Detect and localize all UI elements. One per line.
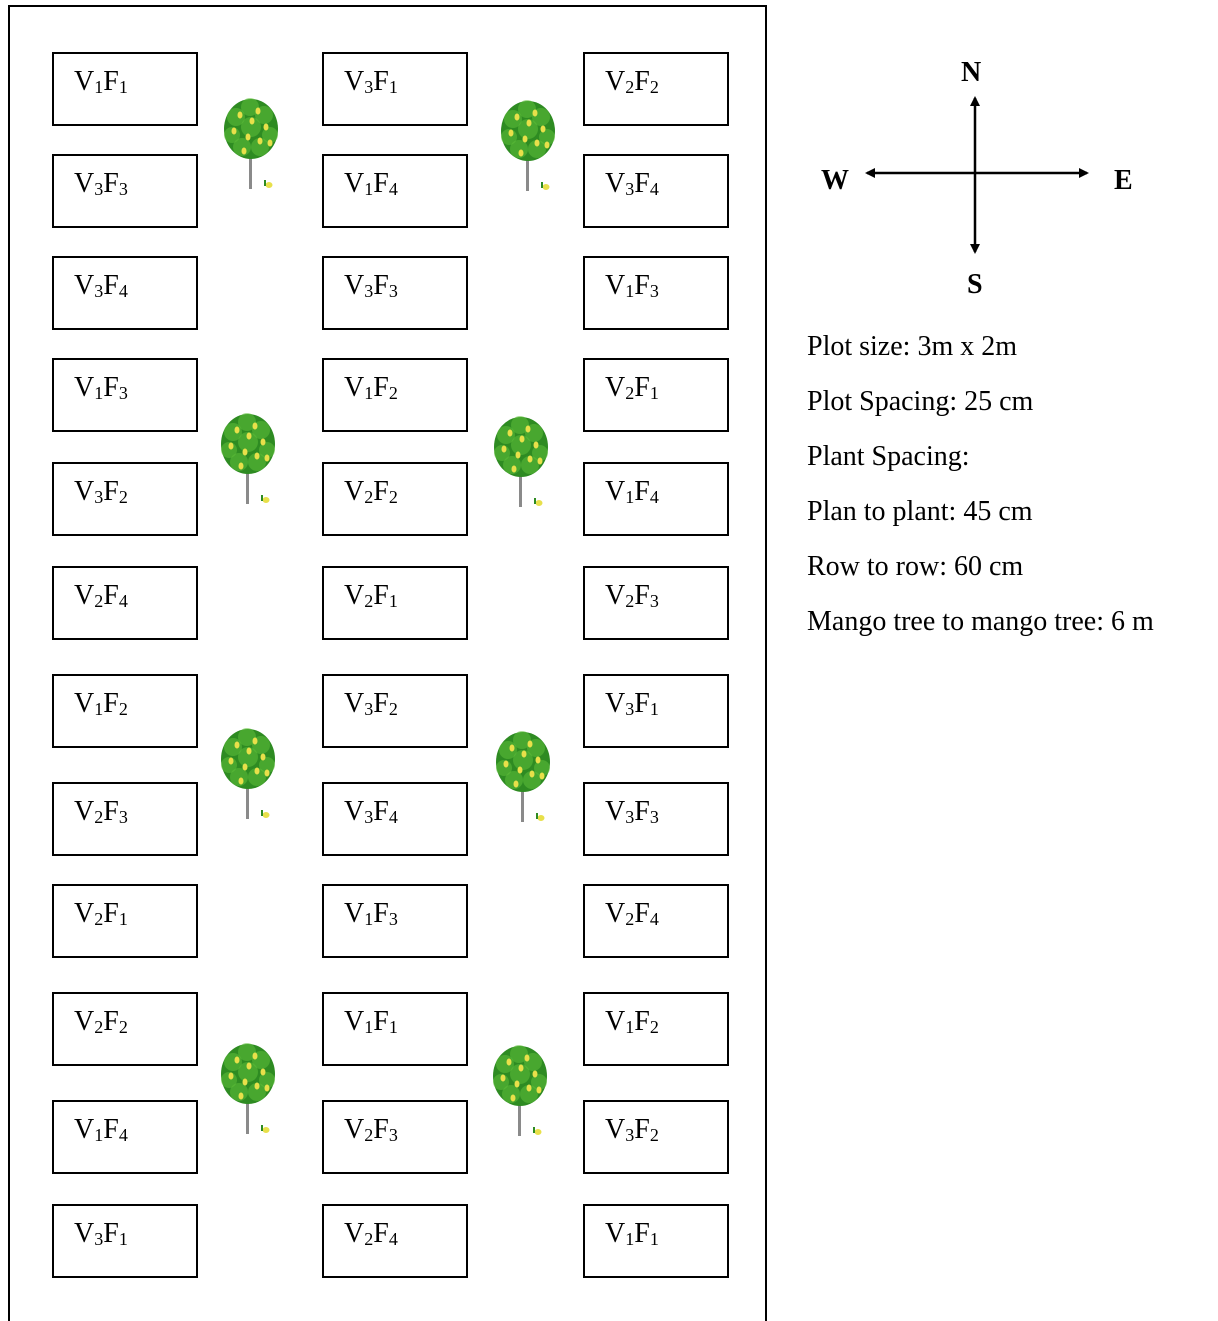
- legend-row-to-row: Row to row: 60 cm: [807, 551, 1024, 582]
- plot-label: V3F3: [344, 270, 398, 301]
- plot-label: V2F4: [74, 580, 128, 611]
- plot-cell: V1F4: [52, 1100, 198, 1174]
- mango-tree-icon: [220, 97, 284, 193]
- plot-label: V1F2: [74, 688, 128, 719]
- legend-plant-spacing: Plant Spacing:: [807, 441, 970, 472]
- mango-tree-icon: [217, 1042, 281, 1138]
- plot-label: V1F4: [344, 168, 398, 199]
- plot-cell: V2F4: [52, 566, 198, 640]
- compass-east-label: E: [1114, 165, 1133, 196]
- plot-cell: V3F2: [52, 462, 198, 536]
- plot-label: V3F3: [605, 796, 659, 827]
- plot-cell: V1F4: [322, 154, 468, 228]
- plot-label: V2F3: [605, 580, 659, 611]
- plot-cell: V1F1: [322, 992, 468, 1066]
- plot-label: V1F2: [344, 372, 398, 403]
- plot-cell: V3F2: [322, 674, 468, 748]
- plot-cell: V2F1: [52, 884, 198, 958]
- legend-plot-size: Plot size: 3m x 2m: [807, 331, 1017, 362]
- plot-cell: V1F2: [583, 992, 729, 1066]
- plot-cell: V3F3: [583, 782, 729, 856]
- plot-label: V2F4: [605, 898, 659, 929]
- legend-plot-spacing: Plot Spacing: 25 cm: [807, 386, 1034, 417]
- plot-cell: V2F2: [52, 992, 198, 1066]
- plot-cell: V1F1: [52, 52, 198, 126]
- plot-label: V1F4: [605, 476, 659, 507]
- plot-label: V2F2: [344, 476, 398, 507]
- compass: N S E W: [815, 50, 1145, 310]
- plot-label: V3F1: [74, 1218, 128, 1249]
- plot-cell: V3F3: [322, 256, 468, 330]
- plot-label: V3F4: [74, 270, 128, 301]
- plot-cell: V2F3: [52, 782, 198, 856]
- plot-label: V1F2: [605, 1006, 659, 1037]
- plot-cell: V2F4: [322, 1204, 468, 1278]
- plot-label: V3F2: [74, 476, 128, 507]
- plot-label: V2F4: [344, 1218, 398, 1249]
- plot-cell: V2F1: [583, 358, 729, 432]
- legend-plant-to-plant: Plan to plant: 45 cm: [807, 496, 1033, 527]
- mango-tree-icon: [217, 727, 281, 823]
- legend: Plot size: 3m x 2m Plot Spacing: 25 cm P…: [807, 327, 1154, 657]
- plot-cell: V3F1: [583, 674, 729, 748]
- mango-tree-icon: [497, 99, 561, 195]
- plot-label: V3F4: [605, 168, 659, 199]
- plot-label: V1F1: [605, 1218, 659, 1249]
- plot-label: V1F1: [74, 66, 128, 97]
- plot-label: V2F1: [74, 898, 128, 929]
- plot-cell: V3F1: [322, 52, 468, 126]
- plot-cell: V2F1: [322, 566, 468, 640]
- plot-cell: V1F4: [583, 462, 729, 536]
- compass-arrows-icon: [865, 96, 1089, 254]
- plot-cell: V1F3: [322, 884, 468, 958]
- plot-label: V2F2: [74, 1006, 128, 1037]
- mango-tree-icon: [492, 730, 556, 826]
- plot-cell: V3F4: [52, 256, 198, 330]
- plot-label: V3F4: [344, 796, 398, 827]
- plot-label: V3F1: [605, 688, 659, 719]
- plot-cell: V2F3: [322, 1100, 468, 1174]
- plot-cell: V1F3: [583, 256, 729, 330]
- mango-tree-icon: [217, 412, 281, 508]
- plot-label: V1F1: [344, 1006, 398, 1037]
- plot-label: V1F4: [74, 1114, 128, 1145]
- plot-cell: V1F1: [583, 1204, 729, 1278]
- plot-label: V3F2: [344, 688, 398, 719]
- plot-cell: V1F2: [322, 358, 468, 432]
- plot-label: V2F2: [605, 66, 659, 97]
- plot-label: V3F3: [74, 168, 128, 199]
- compass-west-label: W: [821, 165, 849, 196]
- plot-cell: V2F4: [583, 884, 729, 958]
- plot-cell: V2F3: [583, 566, 729, 640]
- plot-label: V2F1: [344, 580, 398, 611]
- plot-label: V1F3: [605, 270, 659, 301]
- mango-tree-icon: [490, 415, 554, 511]
- plot-cell: V3F4: [583, 154, 729, 228]
- compass-south-label: S: [967, 269, 983, 300]
- mango-tree-icon: [489, 1044, 553, 1140]
- plot-cell: V3F2: [583, 1100, 729, 1174]
- plot-cell: V1F2: [52, 674, 198, 748]
- compass-north-label: N: [961, 57, 982, 88]
- plot-cell: V2F2: [322, 462, 468, 536]
- plot-label: V2F3: [344, 1114, 398, 1145]
- plot-cell: V3F1: [52, 1204, 198, 1278]
- plot-cell: V1F3: [52, 358, 198, 432]
- plot-label: V2F3: [74, 796, 128, 827]
- plot-label: V1F3: [74, 372, 128, 403]
- plot-cell: V3F3: [52, 154, 198, 228]
- plot-label: V1F3: [344, 898, 398, 929]
- plot-cell: V3F4: [322, 782, 468, 856]
- plot-label: V3F2: [605, 1114, 659, 1145]
- plot-cell: V2F2: [583, 52, 729, 126]
- plot-label: V3F1: [344, 66, 398, 97]
- legend-tree-to-tree: Mango tree to mango tree: 6 m: [807, 606, 1154, 637]
- plot-label: V2F1: [605, 372, 659, 403]
